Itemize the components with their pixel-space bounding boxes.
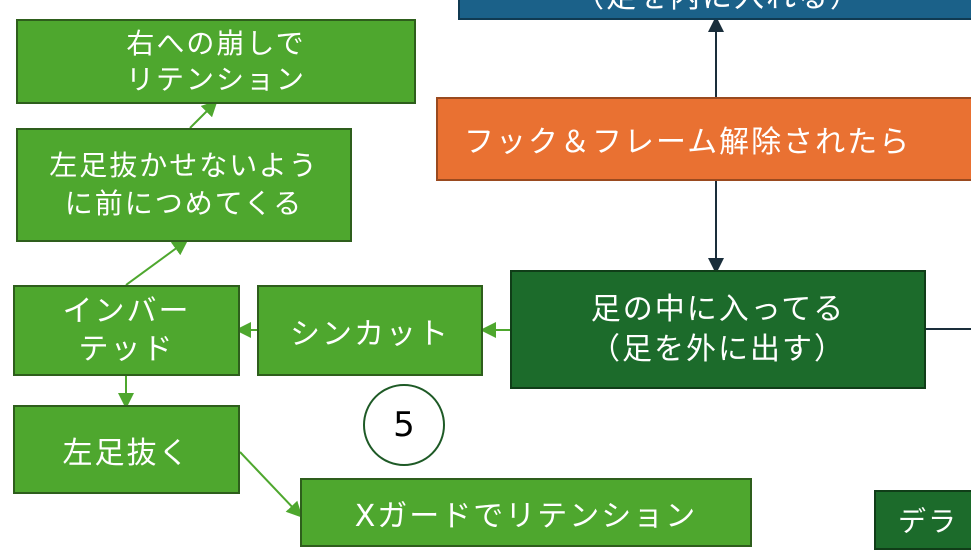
arrow-inverted-to-forward — [125, 239, 189, 286]
node-dela-label: デラ — [898, 505, 959, 538]
node-inverted-label: インバー テッド — [62, 293, 191, 367]
number-circle-label: 5 — [393, 405, 415, 445]
node-left-foot-pull: 左足抜く — [13, 405, 240, 494]
node-right-break-retention-label: 右への崩しで リテンション — [125, 26, 306, 96]
node-forward-press-label: 左足抜かせないよう に前につめてくる — [49, 149, 319, 220]
node-left-foot-pull-label: 左足抜く — [62, 435, 191, 471]
node-shin-cut: シンカット — [257, 285, 483, 376]
node-hook-frame-released-label: フック＆フレーム解除されたら — [464, 125, 912, 160]
node-right-break-retention: 右への崩しで リテンション — [16, 19, 416, 104]
node-foot-inside-top: （足を内に入れる） — [458, 0, 971, 20]
arrow-leftfoot-to-xguard — [239, 451, 303, 518]
node-foot-inside-top-label: （足を内に入れる） — [574, 0, 862, 16]
node-forward-press: 左足抜かせないよう に前につめてくる — [16, 128, 352, 242]
number-circle: 5 — [363, 384, 445, 466]
node-shin-cut-label: シンカット — [290, 316, 450, 352]
node-inverted: インバー テッド — [13, 285, 240, 376]
node-hook-frame-released: フック＆フレーム解除されたら — [436, 97, 971, 181]
node-feet-inside: 足の中に入ってる （足を外に出す） — [510, 270, 926, 389]
node-x-guard-retention-label: Xガードでリテンション — [354, 498, 698, 534]
node-feet-inside-label: 足の中に入ってる （足を外に出す） — [590, 291, 846, 367]
arrow-forward-to-right — [189, 100, 218, 129]
node-dela: デラ — [874, 490, 971, 550]
node-x-guard-retention: Xガードでリテンション — [300, 478, 752, 547]
